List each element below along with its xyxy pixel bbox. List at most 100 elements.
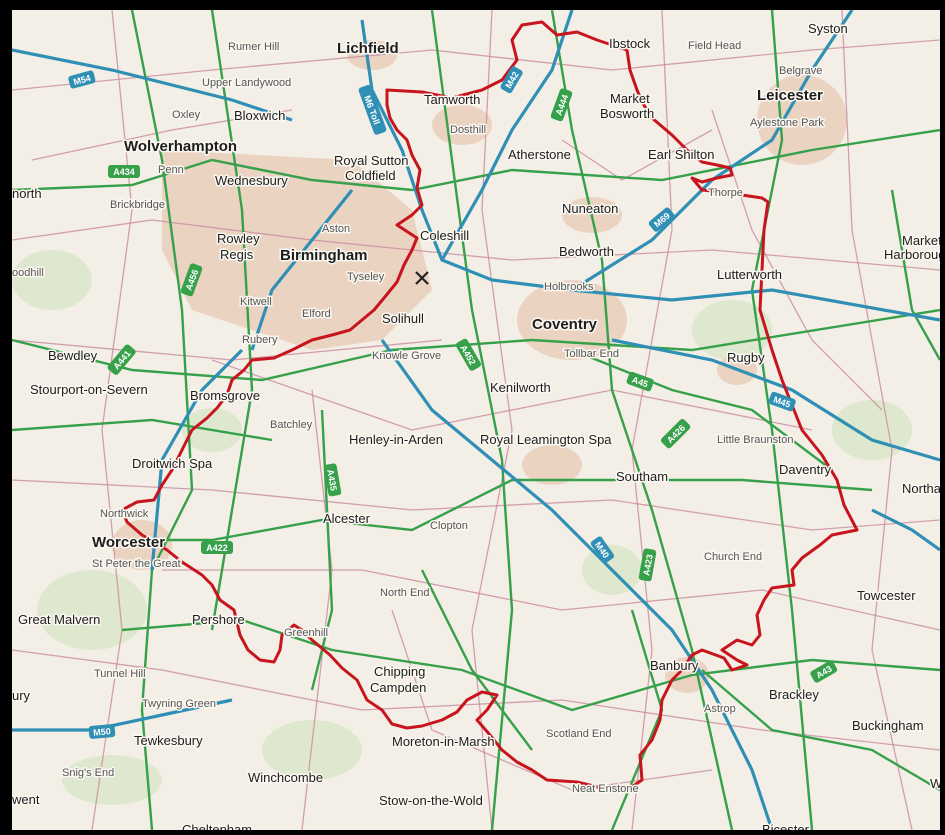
road-shield-a422: A422	[201, 541, 233, 554]
road-shield-a444: A444	[550, 88, 573, 122]
place-label-royal-sutton-2: Coldfield	[345, 168, 396, 183]
place-label-rowley-2: Regis	[220, 247, 254, 262]
place-label-dosthill: Dosthill	[450, 124, 486, 136]
place-label-earl-shilton: Earl Shilton	[648, 147, 714, 162]
place-label-atherstone: Atherstone	[508, 147, 571, 162]
place-label-brickbridge: Brickbridge	[110, 199, 165, 211]
road-shield-label: M54	[72, 73, 92, 87]
road-shield-label: M50	[93, 726, 111, 737]
place-label-belgrave: Belgrave	[779, 65, 822, 77]
place-label-bewdley: Bewdley	[48, 348, 98, 363]
place-label-north-w: north	[12, 186, 42, 201]
road-shield-m50: M50	[88, 724, 116, 739]
place-label-holbrooks: Holbrooks	[544, 281, 594, 293]
road-shield-label: A434	[113, 167, 135, 177]
place-label-burntwood: Rumer Hill	[228, 41, 279, 53]
place-label-knowle: Knowle Grove	[372, 350, 441, 362]
place-label-towcester: Towcester	[857, 588, 916, 603]
road-shield-a456: A456	[180, 263, 203, 297]
place-label-market-harborough-2: Harborough	[884, 247, 940, 262]
road-shield-label: A422	[206, 543, 228, 553]
place-label-oxley: Oxley	[172, 109, 201, 121]
place-label-southam: Southam	[616, 469, 668, 484]
place-label-coleshill: Coleshill	[420, 228, 469, 243]
motorways-layer	[12, 10, 940, 830]
place-label-moreton: Moreton-in-Marsh	[392, 734, 495, 749]
road-shield-m45: M45	[768, 391, 796, 412]
place-label-northwick: Northwick	[100, 508, 149, 520]
road-shield-a434: A434	[108, 165, 140, 178]
place-label-woodhill: oodhill	[12, 267, 44, 279]
place-label-tyseley: Tyseley	[347, 271, 385, 283]
place-label-upper-landywood: Upper Landywood	[202, 77, 291, 89]
road-shield-label: A435	[325, 469, 339, 492]
place-label-market-bosworth-2: Bosworth	[600, 106, 654, 121]
place-label-went: went	[12, 792, 40, 807]
place-label-bury: ury	[12, 688, 31, 703]
place-label-aylestone: Aylestone Park	[750, 117, 824, 129]
place-label-little-braunston: Little Braunston	[717, 434, 793, 446]
place-label-church-end: Church End	[704, 551, 762, 563]
place-label-tamworth: Tamworth	[424, 92, 480, 107]
place-label-bedworth: Bedworth	[559, 244, 614, 259]
place-label-lutterworth: Lutterworth	[717, 267, 782, 282]
place-label-elford: Elford	[302, 308, 331, 320]
place-label-aston: Aston	[322, 223, 350, 235]
place-label-penn: Penn	[158, 164, 184, 176]
place-label-chipping-1: Chipping	[374, 664, 425, 679]
road-shield-a423: A423	[638, 548, 657, 582]
place-label-wolverhampton: Wolverhampton	[124, 138, 237, 155]
place-label-stourport: Stourport-on-Severn	[30, 382, 148, 397]
place-label-bicester: Bicester	[762, 822, 810, 830]
place-label-rowley-1: Rowley	[217, 231, 260, 246]
airport-icon	[415, 271, 429, 285]
place-label-tewkesbury: Tewkesbury	[134, 733, 203, 748]
place-label-leamington: Royal Leamington Spa	[480, 432, 612, 447]
place-label-great-malvern: Great Malvern	[18, 612, 100, 627]
place-label-scotland-end: Scotland End	[546, 728, 611, 740]
place-label-banbury: Banbury	[650, 658, 699, 673]
place-label-birmingham: Birmingham	[280, 247, 368, 264]
place-label-rubery: Rubery	[242, 334, 278, 346]
place-label-leicester: Leicester	[757, 87, 823, 104]
place-label-pershore: Pershore	[192, 612, 245, 627]
place-label-rugby: Rugby	[727, 350, 765, 365]
place-label-chipping-2: Campden	[370, 680, 426, 695]
place-label-alcester: Alcester	[323, 511, 371, 526]
place-label-tunnel-hill: Tunnel Hill	[94, 668, 146, 680]
place-label-solihull: Solihull	[382, 311, 424, 326]
place-label-nuneaton: Nuneaton	[562, 201, 618, 216]
road-shield-label: A423	[641, 554, 655, 577]
place-label-tollbar: Tollbar End	[564, 348, 619, 360]
place-label-lichfield: Lichfield	[337, 40, 399, 57]
place-label-syston: Syston	[808, 21, 848, 36]
place-label-kitwell: Kitwell	[240, 296, 272, 308]
place-label-market-harborough-1: Market	[902, 233, 940, 248]
place-label-winchcombe: Winchcombe	[248, 770, 323, 785]
region-boundary	[120, 20, 859, 792]
place-label-buckingham: Buckingham	[852, 718, 924, 733]
place-labels-layer: LichfieldWolverhamptonBirminghamCoventry…	[12, 20, 940, 831]
place-label-bromsgrove: Bromsgrove	[190, 388, 260, 403]
place-label-north-end: North End	[380, 587, 430, 599]
road-shield-a45: A45	[626, 371, 654, 392]
place-label-worcester: Worcester	[92, 534, 165, 551]
place-label-cosby: Thorpe	[708, 187, 743, 199]
place-label-daventry: Daventry	[779, 462, 832, 477]
place-label-market-bosworth-1: Market	[610, 91, 650, 106]
place-label-greenhill: Greenhill	[284, 627, 328, 639]
place-label-brackley: Brackley	[769, 687, 819, 702]
place-label-bloxwich: Bloxwich	[234, 108, 285, 123]
place-label-kenilworth: Kenilworth	[490, 380, 551, 395]
place-label-coventry: Coventry	[532, 316, 598, 333]
place-label-wi: Wi	[930, 776, 940, 791]
place-label-henley: Henley-in-Arden	[349, 432, 443, 447]
place-label-astrop: Astrop	[704, 703, 736, 715]
place-label-batchley: Batchley	[270, 419, 313, 431]
place-label-clopton: Clopton	[430, 520, 468, 532]
place-label-twyning: Twyning Green	[142, 698, 216, 710]
place-label-stow: Stow-on-the-Wold	[379, 793, 483, 808]
place-label-neat-enstone: Neat Enstone	[572, 783, 639, 795]
